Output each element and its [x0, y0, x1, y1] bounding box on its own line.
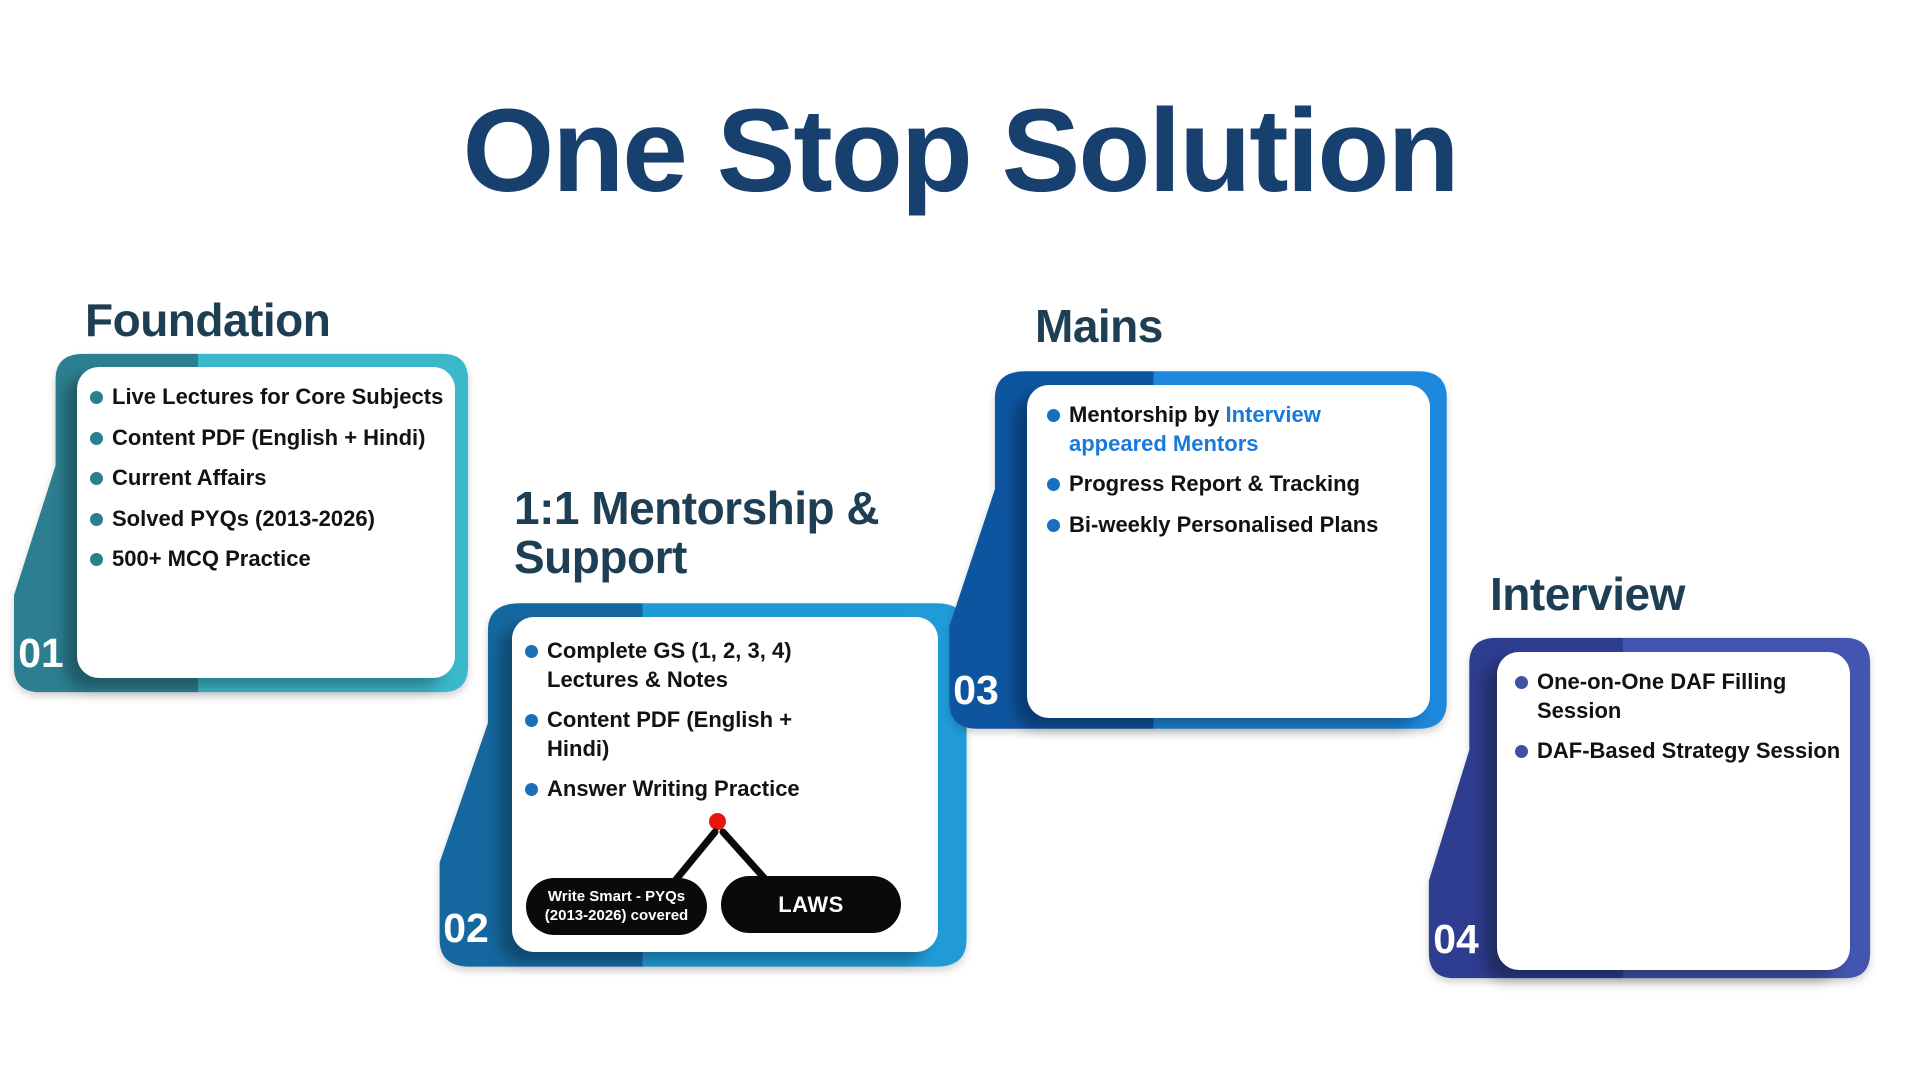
feature-list: Complete GS (1, 2, 3, 4) Lectures & Note…: [512, 617, 938, 804]
card-interview-frame: 04 One-on-One DAF Filling Session DAF-Ba…: [1425, 632, 1873, 986]
list-item-text: Content PDF (English + Hindi): [112, 424, 426, 450]
bullet-icon: [1515, 676, 1528, 689]
card-mains-frame: 03 Mentorship by Interview appeared Ment…: [945, 365, 1450, 737]
list-item-text: Content PDF (English + Hindi): [547, 707, 793, 761]
list-item: Content PDF (English + Hindi): [90, 424, 449, 453]
bullet-icon: [525, 645, 538, 658]
bullet-icon: [90, 553, 103, 567]
list-item-text: Current Affairs: [112, 465, 267, 491]
bullet-icon: [90, 391, 103, 404]
connector-dot-icon: [709, 813, 726, 830]
list-item-text: Complete GS (1, 2, 3, 4) Lectures & Note…: [547, 638, 792, 692]
card-mentorship-panel: Complete GS (1, 2, 3, 4) Lectures & Note…: [512, 617, 938, 952]
card-foundation-frame: 01 Live Lectures for Core Subjects Conte…: [10, 348, 471, 700]
list-item: 500+ MCQ Practice: [90, 545, 449, 574]
pill-text-line: (2013-2026) covered: [544, 906, 689, 924]
card-mains-title: Mains: [1035, 300, 1163, 352]
card-number: 01: [18, 630, 64, 676]
bullet-icon: [1515, 745, 1528, 759]
card-foundation-title: Foundation: [85, 294, 331, 346]
list-item-text: Mentorship by Interview appeared Mentors: [1069, 401, 1399, 458]
card-number: 04: [1433, 916, 1479, 962]
card-mains-panel: Mentorship by Interview appeared Mentors…: [1027, 385, 1430, 718]
list-item: Solved PYQs (2013-2026): [90, 505, 449, 534]
list-item-text: One-on-One DAF Filling Session: [1537, 669, 1787, 723]
list-item: Complete GS (1, 2, 3, 4) Lectures & Note…: [525, 637, 932, 694]
card-interview-panel: One-on-One DAF Filling Session DAF-Based…: [1497, 652, 1850, 970]
list-item-text: Live Lectures for Core Subjects: [112, 384, 444, 409]
list-item-text: Progress Report & Tracking: [1069, 471, 1360, 497]
bullet-icon: [1047, 518, 1060, 532]
list-item: Answer Writing Practice: [525, 775, 932, 804]
list-item: One-on-One DAF Filling Session: [1515, 668, 1846, 725]
card-interview-title: Interview: [1490, 568, 1685, 620]
bullet-icon: [525, 783, 538, 797]
bullet-icon: [525, 714, 538, 728]
list-item: Current Affairs: [90, 464, 449, 493]
bullet-icon: [1047, 478, 1060, 492]
bullet-icon: [90, 512, 103, 526]
list-item: Bi-weekly Personalised Plans: [1047, 511, 1424, 540]
list-item: Mentorship by Interview appeared Mentors: [1047, 401, 1424, 458]
feature-list: Mentorship by Interview appeared Mentors…: [1027, 385, 1430, 539]
list-item-text: Bi-weekly Personalised Plans: [1069, 511, 1379, 537]
list-item-text-highlight: Interview appeared Mentors: [1069, 402, 1321, 456]
card-number: 03: [953, 667, 999, 713]
pill-laws: LAWS: [721, 876, 901, 933]
bullet-icon: [90, 431, 103, 445]
list-item-text: Answer Writing Practice: [547, 776, 800, 802]
card-number: 02: [443, 905, 489, 951]
pill-write-smart: Write Smart - PYQs (2013-2026) covered: [526, 878, 707, 935]
connector-lines-icon: [670, 828, 770, 886]
bullet-icon: [1047, 409, 1060, 422]
pill-text-line: Write Smart - PYQs: [547, 887, 686, 905]
list-item-text: 500+ MCQ Practice: [112, 546, 311, 572]
feature-list: Live Lectures for Core Subjects Content …: [77, 367, 455, 574]
list-item-text: DAF-Based Strategy Session: [1537, 738, 1841, 764]
callout-pills: Write Smart - PYQs (2013-2026) covered L…: [526, 876, 901, 935]
list-item-text-prefix: Mentorship by: [1069, 402, 1226, 427]
page-title: One Stop Solution: [462, 85, 1459, 217]
list-item: DAF-Based Strategy Session: [1515, 737, 1846, 766]
list-item: Content PDF (English + Hindi): [525, 706, 932, 763]
list-item: Progress Report & Tracking: [1047, 470, 1424, 499]
card-mentorship-title: 1:1 Mentorship & Support: [514, 482, 880, 583]
list-item: Live Lectures for Core Subjects: [90, 383, 449, 412]
feature-list: One-on-One DAF Filling Session DAF-Based…: [1497, 652, 1850, 766]
bullet-icon: [90, 472, 103, 486]
card-foundation-panel: Live Lectures for Core Subjects Content …: [77, 367, 455, 678]
pill-text-line: LAWS: [778, 891, 844, 917]
card-mentorship-frame: 02 Complete GS (1, 2, 3, 4) Lectures & N…: [435, 597, 970, 975]
list-item-text: Solved PYQs (2013-2026): [112, 505, 375, 531]
